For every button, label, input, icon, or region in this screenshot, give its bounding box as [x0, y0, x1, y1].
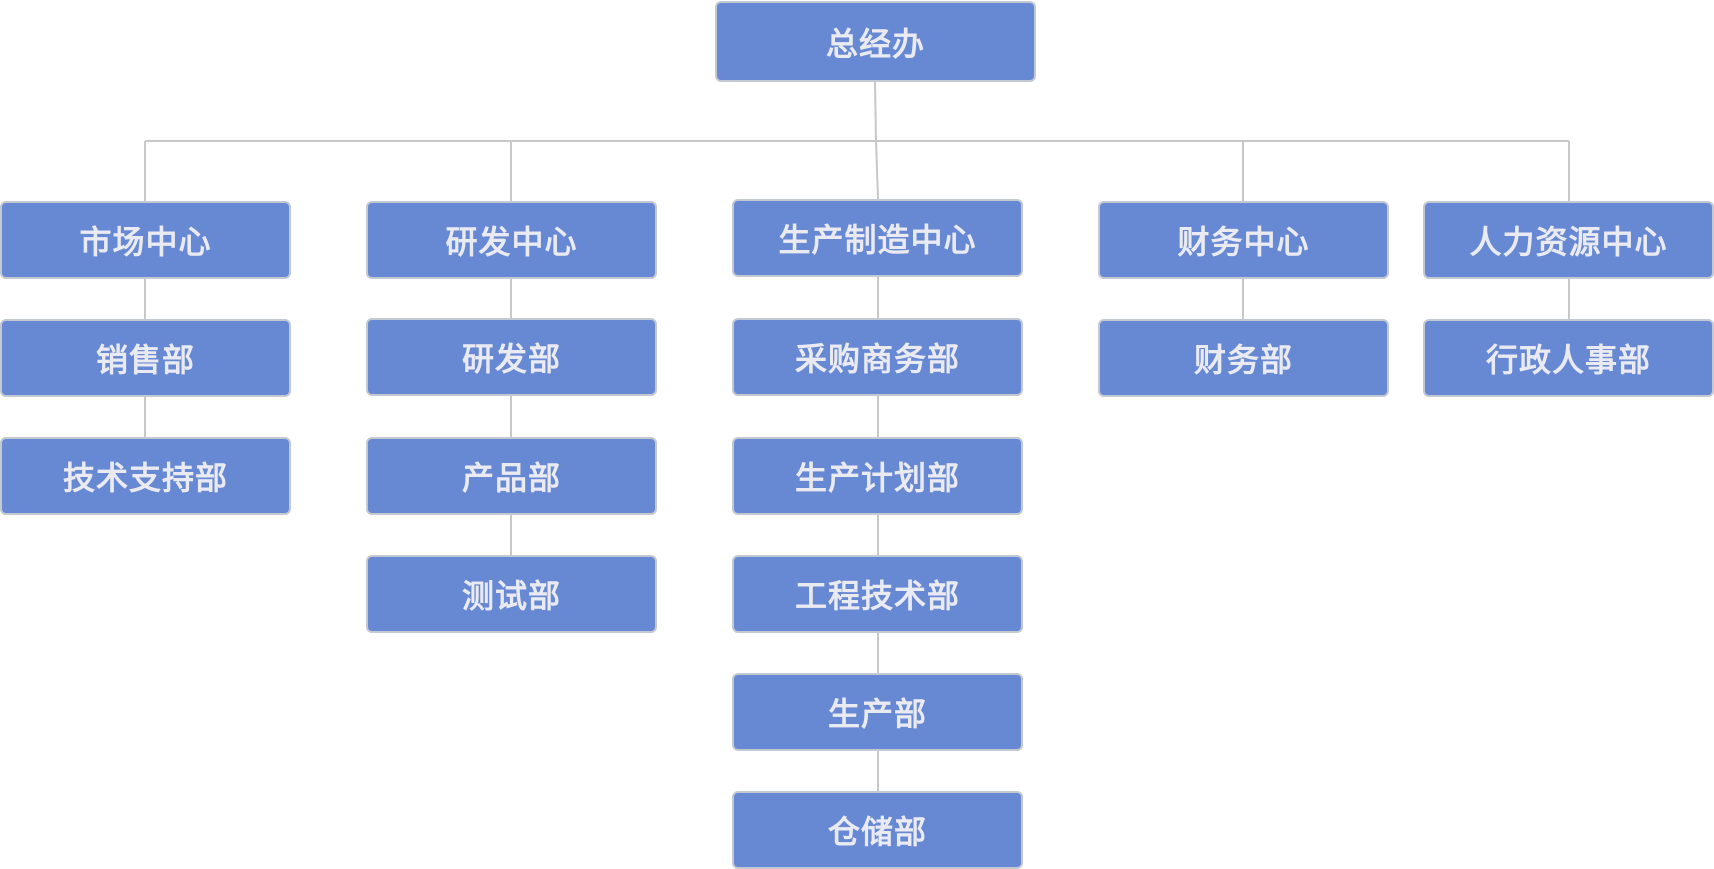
connector-root-trunk	[874, 81, 877, 142]
node-dept-purchasing: 采购商务部	[732, 318, 1023, 396]
node-dept-sales: 销售部	[0, 319, 291, 397]
node-dept-tech-support: 技术支持部	[0, 437, 291, 515]
node-center-finance: 财务中心	[1098, 201, 1389, 279]
node-center-hr: 人力资源中心	[1423, 201, 1714, 279]
node-dept-testing: 测试部	[366, 555, 657, 633]
node-dept-finance: 财务部	[1098, 319, 1389, 397]
node-dept-product: 产品部	[366, 437, 657, 515]
node-center-market: 市场中心	[0, 201, 291, 279]
connector-drop-mfg-center	[875, 140, 879, 200]
node-center-rd: 研发中心	[366, 201, 657, 279]
node-dept-production: 生产部	[732, 673, 1023, 751]
node-dept-engineering: 工程技术部	[732, 555, 1023, 633]
node-dept-warehouse: 仓储部	[732, 791, 1023, 869]
node-dept-production-planning: 生产计划部	[732, 437, 1023, 515]
node-general-office: 总经办	[715, 1, 1036, 82]
node-dept-admin-hr: 行政人事部	[1423, 319, 1714, 397]
node-dept-rd: 研发部	[366, 318, 657, 396]
node-center-manufacturing: 生产制造中心	[732, 199, 1023, 277]
